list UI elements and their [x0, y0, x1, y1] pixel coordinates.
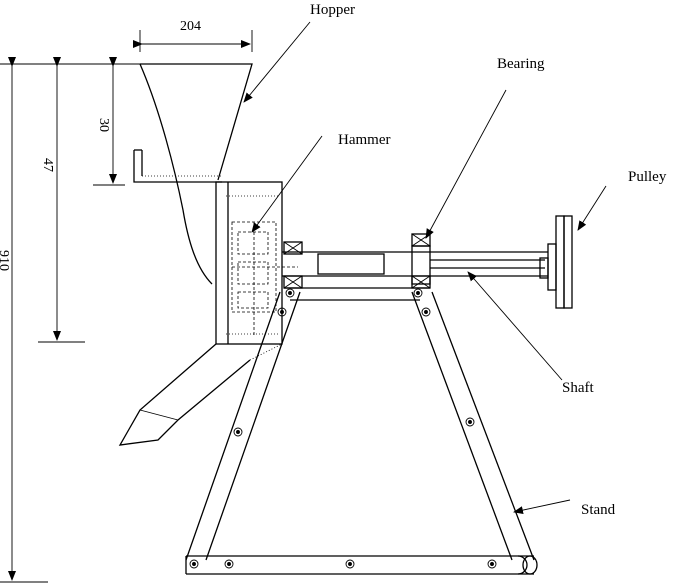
shaft-assembly [282, 233, 548, 289]
label-hopper: Hopper [310, 2, 355, 18]
dim-mid-height: 47 [40, 158, 55, 172]
hammer-housing [215, 181, 298, 345]
label-bearing: Bearing [497, 56, 545, 72]
label-stand: Stand [581, 502, 616, 518]
dim-top-width: 204 [180, 19, 201, 34]
stand-frame [185, 287, 538, 575]
pulley [539, 215, 573, 309]
label-pulley: Pulley [628, 169, 667, 185]
leader-arrows [243, 21, 607, 515]
label-shaft: Shaft [562, 380, 594, 396]
dim-small-height: 30 [96, 118, 111, 132]
hopper [133, 63, 253, 285]
label-hammer: Hammer [338, 132, 390, 148]
discharge-chute [118, 343, 283, 446]
dim-total-height: 910 [0, 250, 11, 271]
dimension-lines [0, 30, 253, 583]
